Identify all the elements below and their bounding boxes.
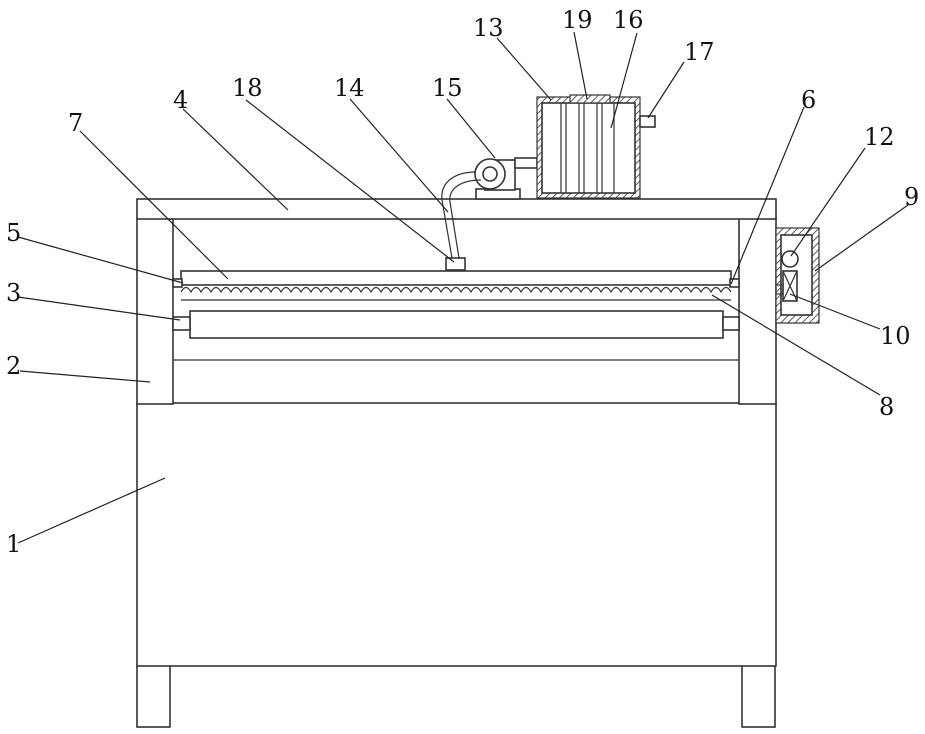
label-14: 14 <box>334 74 365 102</box>
pump-impeller <box>483 167 497 181</box>
leader-18 <box>246 100 454 262</box>
top-plate <box>137 199 776 219</box>
leader-9 <box>815 205 908 271</box>
spray-nozzle <box>446 258 465 270</box>
label-2: 2 <box>6 352 21 380</box>
leader-2 <box>20 371 150 382</box>
pump-connector <box>515 158 537 168</box>
label-10: 10 <box>880 322 911 350</box>
lower-right-bearing <box>723 317 739 330</box>
label-9: 9 <box>904 183 919 211</box>
label-5: 5 <box>6 219 21 247</box>
outlet-pipe <box>640 116 655 127</box>
tank-cap <box>570 95 610 103</box>
left-leg <box>137 665 170 727</box>
leader-17 <box>648 62 684 118</box>
label-18: 18 <box>232 74 263 102</box>
label-6: 6 <box>801 86 816 114</box>
label-15: 15 <box>432 74 463 102</box>
drive-pulley <box>782 251 798 267</box>
upper-roller <box>181 271 731 285</box>
leader-15 <box>447 99 495 158</box>
label-19: 19 <box>562 6 593 34</box>
label-12: 12 <box>864 123 895 151</box>
leader-12 <box>791 148 865 256</box>
label-1: 1 <box>6 530 21 558</box>
leader-14 <box>350 99 448 212</box>
tank-interior <box>542 103 635 193</box>
left-column <box>137 218 173 404</box>
label-7: 7 <box>68 109 83 137</box>
right-column <box>739 218 776 404</box>
leader-19 <box>574 32 587 99</box>
brush-strip <box>181 288 731 293</box>
lower-roller <box>190 311 723 338</box>
label-16: 16 <box>613 6 644 34</box>
label-8: 8 <box>879 393 894 421</box>
leader-4 <box>183 109 288 210</box>
right-leg <box>742 665 775 727</box>
label-3: 3 <box>6 279 21 307</box>
label-4: 4 <box>173 86 188 114</box>
leader-13 <box>497 38 551 100</box>
label-13: 13 <box>473 14 504 42</box>
label-17: 17 <box>684 38 715 66</box>
base-cabinet <box>137 403 776 666</box>
